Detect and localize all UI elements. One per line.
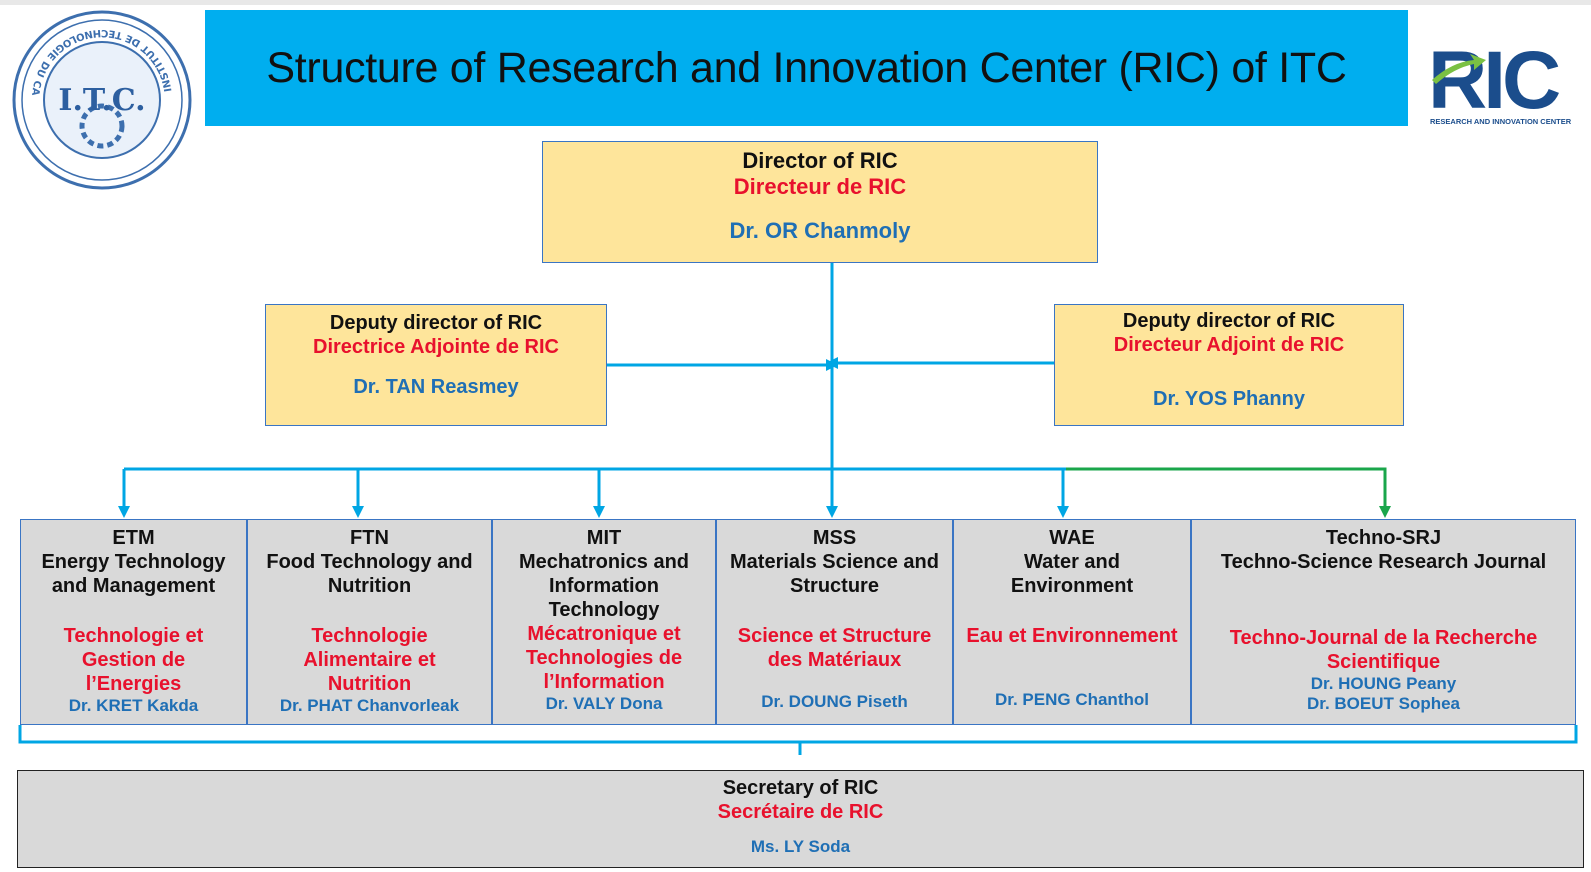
deputy-right-box: Deputy director of RIC Directeur Adjoint…: [1054, 304, 1404, 426]
itc-logo: INSTITUT DE TECHNOLOGIE DU CAMBODGE I.T.…: [5, 0, 194, 197]
dept-code: FTN: [350, 527, 389, 549]
dept-name-fr: Science et Structure: [737, 625, 932, 647]
dept-name-fr: Technologies de: [525, 647, 683, 669]
dept-code: MIT: [586, 527, 622, 549]
dept-person: Dr. HOUNG Peany: [1310, 674, 1457, 693]
director-box: Director of RIC Directeur de RIC Dr. OR …: [542, 141, 1098, 263]
dept-person: Dr. PENG Chanthol: [995, 690, 1149, 709]
dept-name-fr: des Matériaux: [767, 649, 902, 671]
dept-name-en: Technology: [548, 599, 660, 621]
secretary-title-en: Secretary of RIC: [722, 777, 879, 799]
dept-name-en: Water and: [1024, 551, 1120, 573]
director-title-en: Director of RIC: [742, 148, 898, 173]
dept-name-en: Food Technology and: [266, 551, 473, 573]
page-title: Structure of Research and Innovation Cen…: [266, 43, 1347, 92]
dept-name-en: Materials Science and: [730, 551, 939, 573]
deputy-left-name: Dr. TAN Reasmey: [353, 376, 519, 398]
dept-name-fr: Technologie: [311, 625, 428, 647]
dept-name-fr: Nutrition: [327, 673, 412, 695]
dept-name-en: Environment: [1010, 575, 1134, 597]
itc-logo-text: I.T.C.: [58, 83, 145, 118]
director-title-fr: Directeur de RIC: [733, 174, 907, 200]
dept-name-fr: Mécatronique et: [527, 623, 681, 645]
title-banner: Structure of Research and Innovation Cen…: [205, 10, 1408, 126]
ric-logo: RIC RESEARCH AND INNOVATION CENTER: [1428, 35, 1583, 133]
dept-name-en: Mechatronics and: [518, 551, 690, 573]
dept-name-en: Energy Technology: [41, 551, 226, 573]
deputy-right-title-en: Deputy director of RIC: [1122, 310, 1336, 332]
dept-person: Dr. BOEUT Sophea: [1306, 694, 1461, 714]
dept-name-en: Structure: [790, 575, 879, 597]
ric-caption: RESEARCH AND INNOVATION CENTER: [1430, 117, 1572, 126]
dept-box-techno-srj: Techno-SRJ Techno-Science Research Journ…: [1191, 519, 1576, 725]
dept-box-mss: MSS Materials Science and Structure Scie…: [716, 519, 953, 725]
dept-name-en: Techno-Science Research Journal: [1220, 551, 1547, 573]
dept-box-ftn: FTN Food Technology and Nutrition Techno…: [247, 519, 492, 725]
dept-person: Dr. VALY Dona: [545, 694, 663, 713]
dept-name-fr: Techno-Journal de la Recherche: [1229, 627, 1538, 649]
deputy-left-title-en: Deputy director of RIC: [329, 312, 543, 334]
dept-box-etm: ETM Energy Technology and Management Tec…: [20, 519, 247, 725]
dept-name-en: and Management: [51, 575, 216, 597]
dept-person: Dr. KRET Kakda: [68, 696, 199, 715]
ric-logo-text: RIC: [1428, 36, 1559, 126]
dept-code: Techno-SRJ: [1325, 527, 1442, 549]
deputy-right-name: Dr. YOS Phanny: [1153, 388, 1305, 410]
dept-name-fr: l’Energies: [85, 673, 182, 695]
dept-name-fr: Scientifique: [1326, 651, 1441, 673]
dept-box-mit: MIT Mechatronics and Information Technol…: [492, 519, 716, 725]
deputy-left-title-fr: Directrice Adjointe de RIC: [313, 336, 559, 358]
secretary-name: Ms. LY Soda: [750, 837, 851, 856]
dept-name-en: Information: [549, 575, 659, 597]
dept-person: Dr. DOUNG Piseth: [761, 692, 908, 711]
top-divider: [0, 0, 1591, 5]
secretary-title-fr: Secrétaire de RIC: [717, 801, 884, 823]
dept-person: Dr. PHAT Chanvorleak: [279, 696, 460, 715]
dept-box-wae: WAE Water and Environment Eau et Environ…: [953, 519, 1191, 725]
director-name: Dr. OR Chanmoly: [729, 217, 911, 243]
dept-code: WAE: [1049, 527, 1095, 549]
dept-name-fr: Eau et Environnement: [966, 625, 1178, 647]
dept-name-fr: Technologie et: [63, 625, 204, 647]
ric-arrow-icon: [1432, 54, 1486, 84]
dept-name-en: Nutrition: [327, 575, 412, 597]
dept-name-fr: Alimentaire et: [303, 649, 436, 671]
dept-code: ETM: [112, 527, 155, 549]
dept-name-fr: l’Information: [543, 671, 665, 693]
dept-name-fr: Gestion de: [81, 649, 186, 671]
deputy-right-title-fr: Directeur Adjoint de RIC: [1113, 334, 1345, 356]
secretary-box: Secretary of RIC Secrétaire de RIC Ms. L…: [17, 770, 1584, 868]
deputy-left-box: Deputy director of RIC Directrice Adjoin…: [265, 304, 607, 426]
dept-code: MSS: [812, 527, 857, 549]
